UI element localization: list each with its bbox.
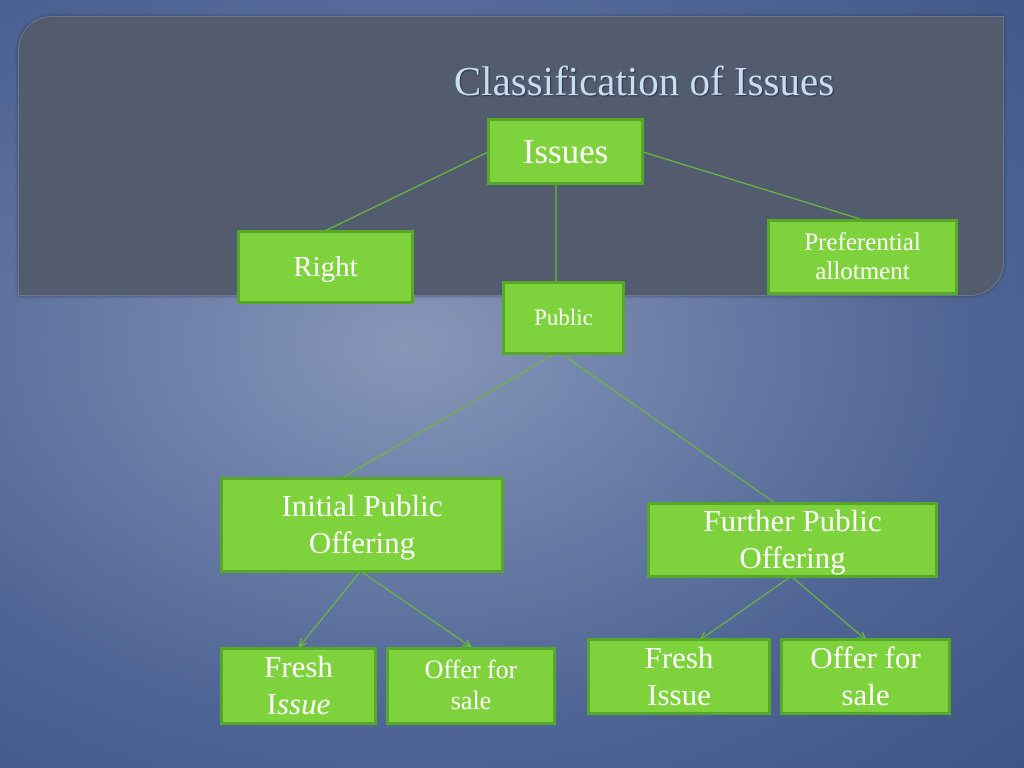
node-issues-label: Issues bbox=[522, 131, 609, 171]
node-fpo-line1: Further Public bbox=[703, 503, 882, 539]
title-panel: Classification of Issues bbox=[18, 16, 1004, 296]
node-public: Public bbox=[502, 281, 625, 355]
node-right-label: Right bbox=[293, 250, 358, 283]
node-ipo-fresh-issue: Fresh Issue bbox=[220, 647, 377, 725]
node-fpo-offer-for-sale: Offer for sale bbox=[780, 638, 951, 715]
node-ipo-fresh-line2-italic: ssue bbox=[276, 686, 331, 721]
node-ipo-offer-line1: Offer for bbox=[424, 655, 518, 685]
node-ipo-fresh-line1: Fresh bbox=[264, 649, 333, 685]
node-ipo-offer-line2: sale bbox=[450, 686, 492, 715]
arrow-ipo-fresh bbox=[299, 571, 361, 647]
node-further-public-offering: Further Public Offering bbox=[647, 502, 938, 578]
node-fpo-fresh-issue: Fresh Issue bbox=[587, 638, 771, 715]
node-fpo-fresh-line2: Issue bbox=[647, 676, 711, 712]
connector-public-ipo bbox=[317, 354, 554, 493]
arrow-fpo-offer bbox=[791, 576, 866, 640]
node-fpo-line2: Offering bbox=[739, 540, 846, 575]
arrow-ipo-offer bbox=[361, 571, 471, 647]
connector-issues-preferential bbox=[642, 151, 861, 220]
node-issues: Issues bbox=[487, 118, 644, 185]
node-preferential-line1: Preferential bbox=[804, 228, 921, 256]
node-public-label: Public bbox=[534, 305, 593, 331]
node-preferential-line2: allotment bbox=[815, 258, 910, 285]
node-preferential-allotment: Preferential allotment bbox=[767, 219, 958, 295]
page-title: Classification of Issues bbox=[453, 58, 835, 104]
node-ipo-fresh-line2: Issue bbox=[264, 686, 333, 723]
node-ipo-line2: Offering bbox=[308, 525, 416, 560]
node-initial-public-offering: Initial Public Offering bbox=[220, 477, 504, 573]
node-ipo-fresh-line2-prefix: I bbox=[266, 686, 277, 721]
node-fpo-offer-line2: sale bbox=[841, 676, 890, 712]
node-right: Right bbox=[237, 230, 414, 304]
connector-issues-right bbox=[324, 151, 489, 232]
node-fpo-fresh-line1: Fresh bbox=[644, 639, 714, 675]
arrow-fpo-fresh bbox=[700, 576, 791, 640]
node-ipo-line1: Initial Public bbox=[281, 488, 443, 524]
node-ipo-offer-for-sale: Offer for sale bbox=[386, 647, 556, 725]
node-fpo-offer-line1: Offer for bbox=[810, 639, 921, 675]
connector-public-fpo bbox=[562, 354, 776, 504]
